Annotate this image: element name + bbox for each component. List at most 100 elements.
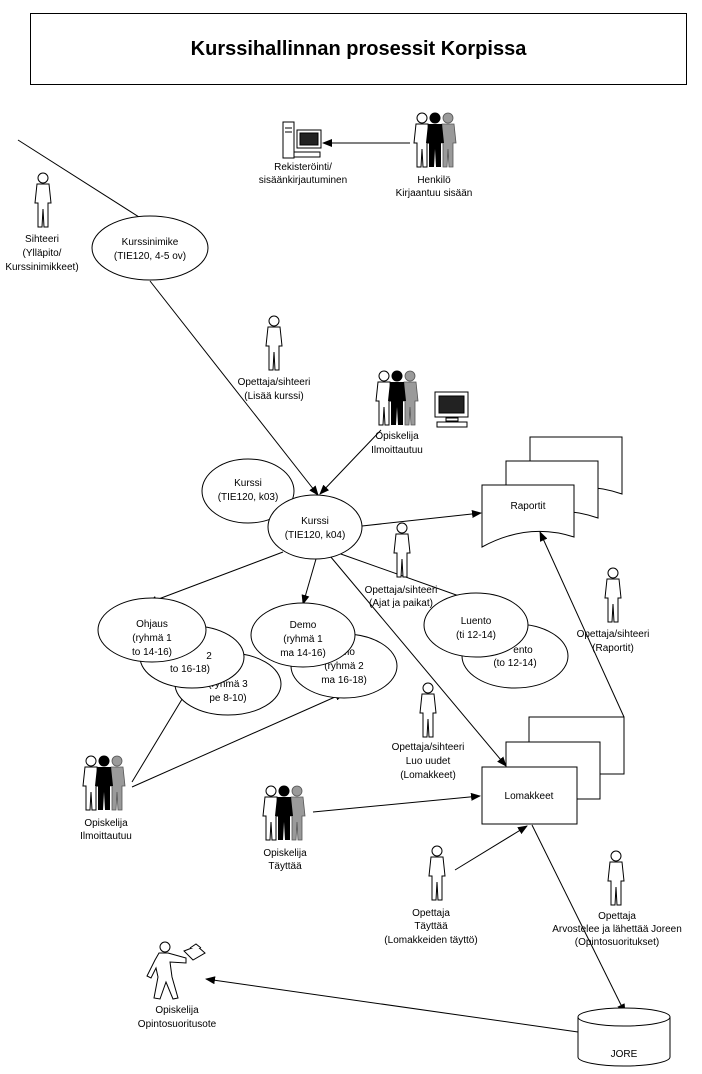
opiskelija-ote-line-1: Opiskelija bbox=[155, 1005, 199, 1016]
arrow-lomakkeet-to-raportit bbox=[539, 531, 625, 718]
opettaja-arvostelee-line-3: (Opintosuoritukset) bbox=[575, 937, 659, 948]
node-demo-1: Demo (ryhmä 1 ma 14-16) bbox=[250, 602, 356, 668]
luento2-line-2: (to 12-14) bbox=[493, 658, 536, 669]
arrow-jore-to-opiskelija bbox=[205, 976, 579, 1033]
opettaja-arvostelee-line-2: Arvostelee ja lähettää Joreen bbox=[552, 924, 682, 935]
arrow-kurssi-to-luento bbox=[337, 552, 477, 603]
opiskelija-tayttaa-line-2: Täyttää bbox=[268, 861, 302, 872]
node-luento-1: Luento (ti 12-14) bbox=[423, 592, 529, 658]
arrow-start-to-kurssinimike bbox=[17, 139, 151, 225]
arrow-opettaja-to-lomakkeet bbox=[454, 825, 528, 871]
opettaja-lisaa-line-1: Opettaja/sihteeri bbox=[238, 377, 311, 388]
opettaja-ajat-line-1: Opettaja/sihteeri bbox=[365, 585, 438, 596]
opiskelija-ote-person-icon bbox=[146, 941, 206, 1000]
kurssi-k03-line-1: Kurssi bbox=[234, 478, 262, 489]
raportit-label: Raportit bbox=[510, 501, 545, 512]
node-raportit: Raportit bbox=[481, 436, 623, 548]
opettaja-luo-person-icon bbox=[419, 682, 437, 738]
opettaja-raportit-line-1: Opettaja/sihteeri bbox=[577, 629, 650, 640]
demo2-line-1: mo bbox=[341, 647, 355, 658]
arrow-kurssi-to-raportit bbox=[361, 510, 482, 527]
opettaja-tayttaa-line-2: Täyttää bbox=[414, 921, 448, 932]
ohjaus2-line-1: 2 bbox=[206, 651, 212, 662]
node-jore: JORE bbox=[577, 1007, 671, 1067]
opettaja-luo-line-1: Opettaja/sihteeri bbox=[392, 742, 465, 753]
opettaja-tayttaa-person-icon bbox=[428, 845, 446, 901]
opettaja-luo-line-3: (Lomakkeet) bbox=[400, 770, 456, 781]
page-title: Kurssihallinnan prosessit Korpissa bbox=[190, 37, 527, 60]
computer-monitor-icon bbox=[434, 391, 469, 428]
jore-label: JORE bbox=[611, 1049, 638, 1060]
ohjaus1-line-1: Ohjaus bbox=[136, 619, 168, 630]
opettaja-ajat-person-icon bbox=[393, 522, 411, 578]
opiskelija-top-line-1: Opiskelija bbox=[375, 431, 419, 442]
node-kurssi-k03: Kurssi (TIE120, k03) bbox=[201, 458, 295, 524]
opettaja-raportit-line-2: (Raportit) bbox=[592, 643, 634, 654]
opettaja-luo-line-2: Luo uudet bbox=[406, 756, 451, 767]
computer-icon bbox=[282, 121, 322, 159]
opiskelija-left-line-1: Opiskelija bbox=[84, 818, 128, 829]
demo1-line-3: ma 14-16) bbox=[280, 648, 326, 659]
opettaja-ajat-line-2: (Ajat ja paikat) bbox=[369, 598, 433, 609]
luento1-line-2: (ti 12-14) bbox=[456, 630, 496, 641]
ohjaus3-line-3: pe 8-10) bbox=[209, 693, 246, 704]
sihteeri-line-2: (Ylläpito/ bbox=[23, 248, 62, 259]
arrow-lomakkeet-to-jore bbox=[531, 824, 626, 1014]
opiskelija-left-line-2: Ilmoittautuu bbox=[80, 831, 132, 842]
kurssi-k03-line-2: (TIE120, k03) bbox=[218, 492, 279, 503]
connectors bbox=[17, 139, 626, 1033]
opiskelija-tayttaa-group-icon bbox=[263, 786, 305, 841]
rekisterointi-line-2: sisäänkirjautuminen bbox=[259, 175, 347, 186]
ohjaus2-line-2: to 16-18) bbox=[170, 664, 210, 675]
title-box: Kurssihallinnan prosessit Korpissa bbox=[30, 13, 687, 85]
opettaja-lisaa-line-2: (Lisää kurssi) bbox=[244, 391, 303, 402]
opiskelija-top-group-icon bbox=[376, 371, 418, 426]
henkilo-group-icon bbox=[414, 113, 456, 168]
node-kurssi-k04: Kurssi (TIE120, k04) bbox=[267, 494, 363, 560]
demo1-line-2: (ryhmä 1 bbox=[283, 634, 323, 645]
kurssinimike-line-2: (TIE120, 4-5 ov) bbox=[114, 251, 186, 262]
arrow-kurssi-to-demo bbox=[301, 558, 317, 605]
kurssi-k04-line-1: Kurssi bbox=[301, 516, 329, 527]
henkilo-line-2: Kirjaantuu sisään bbox=[396, 188, 473, 199]
actor-labels: Rekisteröinti/ sisäänkirjautuminen Henki… bbox=[5, 162, 681, 1030]
kurssi-k04-line-2: (TIE120, k04) bbox=[285, 530, 346, 541]
opettaja-arvostelee-person-icon bbox=[607, 850, 625, 906]
opiskelija-top-line-2: Ilmoittautuu bbox=[371, 445, 423, 456]
node-ohjaus-1: Ohjaus (ryhmä 1 to 14-16) bbox=[97, 597, 207, 663]
opiskelija-tayttaa-line-1: Opiskelija bbox=[263, 848, 307, 859]
arrow-kurssi-to-ohjaus bbox=[147, 551, 284, 604]
ohjaus1-line-2: (ryhmä 1 bbox=[132, 633, 172, 644]
sihteeri-line-1: Sihteeri bbox=[25, 234, 59, 245]
demo2-line-2: (ryhmä 2 bbox=[324, 661, 364, 672]
opiskelija-ote-line-2: Opintosuoritusote bbox=[138, 1019, 217, 1030]
kurssinimike-line-1: Kurssinimike bbox=[122, 237, 179, 248]
ohjaus3-line-2: (ryhmä 3 bbox=[208, 679, 248, 690]
arrow-opiskelija-to-kurssi bbox=[319, 429, 382, 495]
demo1-line-1: Demo bbox=[290, 620, 317, 631]
opiskelija-left-group-icon bbox=[83, 756, 125, 811]
sihteeri-person-icon bbox=[34, 172, 52, 228]
arrow-opiskelija-to-lomakkeet bbox=[312, 792, 481, 813]
arrow-opiskelija-to-demo bbox=[131, 692, 345, 788]
luento2-line-1: ento bbox=[513, 645, 533, 656]
opettaja-tayttaa-line-1: Opettaja bbox=[412, 908, 450, 919]
opettaja-raportit-person-icon bbox=[604, 567, 622, 623]
sihteeri-line-3: Kurssinimikkeet) bbox=[5, 262, 78, 273]
arrow-kurssinimike-to-kurssi bbox=[149, 280, 319, 496]
lomakkeet-label: Lomakkeet bbox=[505, 791, 554, 802]
arrow-opiskelija-to-ohjaus bbox=[131, 685, 191, 783]
rekisterointi-line-1: Rekisteröinti/ bbox=[274, 162, 332, 173]
demo2-line-3: ma 16-18) bbox=[321, 675, 367, 686]
opettaja-arvostelee-line-1: Opettaja bbox=[598, 911, 636, 922]
opettaja-lisaa-person-icon bbox=[265, 315, 283, 371]
luento1-line-1: Luento bbox=[461, 616, 492, 627]
opettaja-tayttaa-line-3: (Lomakkeiden täyttö) bbox=[384, 935, 477, 946]
ohjaus1-line-3: to 14-16) bbox=[132, 647, 172, 658]
henkilo-line-1: Henkilö bbox=[417, 175, 451, 186]
node-lomakkeet: Lomakkeet bbox=[481, 716, 625, 825]
arrow-kurssi-to-lomakkeet bbox=[329, 555, 507, 767]
node-kurssinimike: Kurssinimike (TIE120, 4-5 ov) bbox=[91, 215, 209, 281]
